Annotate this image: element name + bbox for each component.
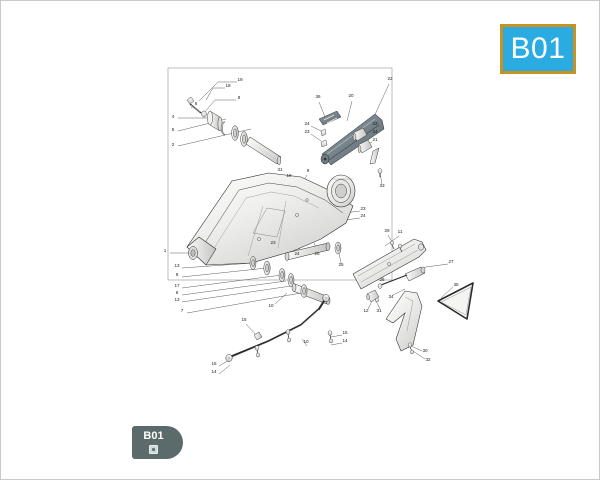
callout-label: 17 <box>174 283 180 288</box>
callout-label: 24 <box>294 251 300 256</box>
callout-label: 30 <box>422 348 428 353</box>
part-rod-end-right <box>322 294 330 302</box>
callout-label: 1 <box>164 248 167 253</box>
part-clamp <box>366 289 380 303</box>
callout-label: 15 <box>241 317 247 322</box>
callout-label: 2 <box>172 142 175 147</box>
callout-label: 23 <box>304 129 310 134</box>
callout-label: 14 <box>211 369 217 374</box>
callout-label: 8 <box>176 272 179 277</box>
callout-label: 21 <box>372 137 378 142</box>
part-pad <box>318 110 342 126</box>
callout-label: 7 <box>181 308 184 313</box>
callout-label: 19 <box>237 77 243 82</box>
part-group-chain-guard <box>352 238 474 355</box>
part-axle-shaft-upper <box>284 242 331 261</box>
page-badge-label: B01 <box>510 32 566 65</box>
callout-label: 31 <box>376 308 382 313</box>
part-pivot-boss <box>186 236 217 266</box>
gear-icon <box>149 445 158 454</box>
callout-label: 5 <box>172 127 175 132</box>
part-rear-bracket <box>385 290 423 352</box>
part-rod-tab <box>253 331 263 341</box>
callout-label: 23 <box>270 240 276 245</box>
callout-label: 9 <box>307 168 310 173</box>
part-spacer-25 <box>334 241 342 255</box>
part-rod-end-left <box>225 354 233 362</box>
callout-label: 14 <box>342 338 348 343</box>
callout-label: 23 <box>372 121 378 126</box>
part-chain-slider <box>320 113 385 166</box>
callout-label: 8 <box>238 95 241 100</box>
callout-label: 11 <box>398 229 403 234</box>
callout-label: 13 <box>174 263 180 268</box>
callout-label: 33 <box>379 183 385 188</box>
callout-label: 29 <box>384 228 390 233</box>
callout-label: 23 <box>360 206 366 211</box>
part-bearing-b <box>240 131 248 147</box>
callout-label: 20 <box>348 93 354 98</box>
callout-label: 15 <box>342 330 348 335</box>
part-bolt <box>186 96 202 114</box>
part-bearing-stack <box>249 256 295 287</box>
part-group-axle-bushings <box>186 96 282 165</box>
page-badge: B01 <box>500 24 576 74</box>
callout-label: 16 <box>286 173 292 178</box>
callout-label: 12 <box>363 308 369 313</box>
part-bearing-a <box>231 125 239 141</box>
part-rod-bolts <box>254 329 333 358</box>
callout-label: 13 <box>174 297 180 302</box>
part-swingarm-body <box>186 172 356 305</box>
section-tab[interactable]: B01 <box>132 426 183 459</box>
callout-label: 32 <box>425 357 431 362</box>
callout-label: 10 <box>303 339 309 344</box>
part-bolt-30-32 <box>408 342 414 355</box>
callout-label: 31 <box>277 167 283 172</box>
section-tab-label: B01 <box>143 430 164 442</box>
callout-label: 22 <box>387 76 393 81</box>
part-bolt-29 <box>390 240 403 253</box>
callout-label: 24 <box>360 213 366 218</box>
callout-label: 36 <box>315 94 321 99</box>
callout-label: 25 <box>338 262 344 267</box>
part-axle-tube <box>245 136 282 165</box>
callout-label: 15 <box>211 361 217 366</box>
part-triangular-guard <box>437 282 474 320</box>
callout-label: 24 <box>372 129 378 134</box>
callout-label: 18 <box>225 83 231 88</box>
part-rear-hub <box>326 174 356 208</box>
callout-label: 27 <box>448 259 454 264</box>
callout-label: 34 <box>388 294 394 299</box>
part-seal <box>220 121 226 135</box>
callout-label: 10 <box>268 303 274 308</box>
part-chain-guard <box>352 238 427 290</box>
part-washer <box>201 110 207 118</box>
part-bolt-pair-left <box>320 128 328 148</box>
callout-label: 4 <box>172 114 175 119</box>
part-spacer-set <box>352 127 380 165</box>
callout-label: 6 <box>195 101 198 106</box>
part-group-brake-rod <box>225 294 333 362</box>
callout-label: 26 <box>314 251 320 256</box>
callout-label: 35 <box>453 282 459 287</box>
part-sleeve <box>207 110 223 132</box>
part-chain-tensioner <box>377 266 426 289</box>
callout-label: 6 <box>176 290 179 295</box>
callout-label: 24 <box>304 121 310 126</box>
part-bolt-33 <box>377 168 383 177</box>
part-collar <box>300 284 308 298</box>
callout-label: 26 <box>379 277 385 282</box>
